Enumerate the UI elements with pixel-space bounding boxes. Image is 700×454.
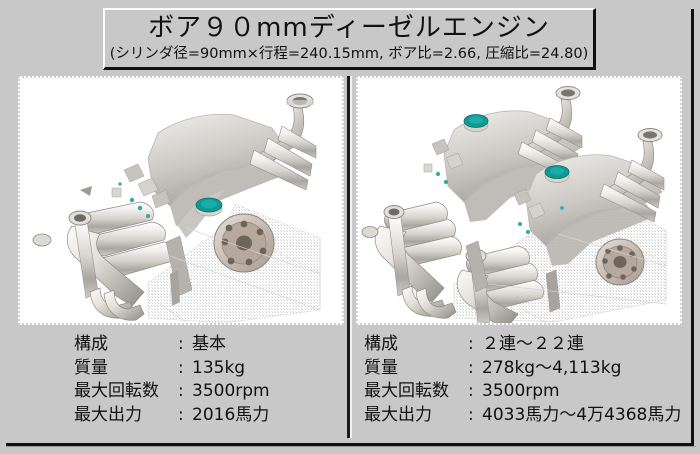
engine-image-left xyxy=(18,76,344,325)
construction-lines xyxy=(487,230,667,323)
spec-row: 最大回転数 : 3500rpm xyxy=(74,380,344,404)
engine-unit-front xyxy=(456,128,665,323)
flywheel-with-bolt-circle xyxy=(213,213,275,273)
spec-value: 4033馬力～4万4368馬力 xyxy=(482,404,682,425)
spec-row: 最大回転数 : 3500rpm xyxy=(364,380,682,404)
engine-image-right xyxy=(356,76,682,325)
spec-separator: : xyxy=(178,404,184,425)
frame-bottom-border xyxy=(6,443,694,446)
exhaust-manifold-front-unit-rear xyxy=(361,201,462,319)
panel-left: 構成 : 基本 質量 : 135kg 最大回転数 : 3500rpm 最大出力 … xyxy=(18,76,344,427)
spec-separator: : xyxy=(178,381,184,401)
exhaust-manifold-rear-unit-front xyxy=(599,128,665,223)
spec-row: 最大出力 : 4033馬力～4万4368馬力 xyxy=(364,404,682,428)
spec-row: 質量 : 135kg xyxy=(74,357,344,381)
spec-row: 構成 : 基本 xyxy=(74,333,344,357)
spec-separator: : xyxy=(468,381,474,401)
spec-value: 3500rpm xyxy=(482,381,560,401)
spec-label: 最大回転数 xyxy=(74,381,159,401)
single-engine-isometric-cad-view xyxy=(20,78,342,323)
spec-value: 3500rpm xyxy=(192,381,270,401)
spec-separator: : xyxy=(468,334,474,354)
spec-table-right: 構成 : ２連～２２連 質量 : 278kg～4,113kg 最大回転数 : 3… xyxy=(356,333,682,427)
spec-separator: : xyxy=(178,334,184,354)
valvetrain-detail-cluster xyxy=(80,163,171,218)
panel-right: 構成 : ２連～２２連 質量 : 278kg～4,113kg 最大回転数 : 3… xyxy=(356,76,682,427)
engine-cad-svg-twin xyxy=(361,86,667,323)
spec-value: 基本 xyxy=(192,334,226,354)
exhaust-manifold-front xyxy=(32,201,178,321)
frame-right-border xyxy=(691,9,694,446)
spec-separator: : xyxy=(178,357,184,378)
spec-separator: : xyxy=(468,357,474,378)
spec-label: 最大回転数 xyxy=(364,381,449,401)
engine-unit-rear xyxy=(361,86,583,319)
teal-filler-cap-icon xyxy=(463,114,489,132)
title-box: ボア９０mmディーゼルエンジン (シリンダ径=90mm×行程=240.15mm,… xyxy=(103,8,596,70)
spec-label: 質量 xyxy=(74,357,108,378)
teal-filler-cap-icon xyxy=(544,165,570,183)
construction-lines xyxy=(159,227,321,323)
page-title: ボア９０mmディーゼルエンジン xyxy=(148,13,550,43)
valvetrain-detail-cluster xyxy=(423,138,564,234)
spec-value: 2016馬力 xyxy=(192,404,270,425)
spec-separator: : xyxy=(468,404,474,425)
twin-engine-isometric-cad-view xyxy=(358,78,680,323)
spec-row: 構成 : ２連～２２連 xyxy=(364,333,682,357)
engine-cad-svg-single xyxy=(32,93,321,323)
column-divider-highlight xyxy=(350,76,352,438)
spec-label: 質量 xyxy=(364,357,398,378)
spec-label: 構成 xyxy=(74,334,108,354)
spec-label: 構成 xyxy=(364,334,398,354)
spec-value: 278kg～4,113kg xyxy=(482,357,622,378)
teal-filler-cap-icon xyxy=(195,197,223,217)
spec-value: ２連～２２連 xyxy=(482,334,584,354)
frame-bottom-shadow xyxy=(6,446,696,447)
column-divider xyxy=(347,76,350,438)
spec-label: 最大出力 xyxy=(364,404,432,425)
exhaust-manifold-rear xyxy=(249,93,317,191)
spec-table-left: 構成 : 基本 質量 : 135kg 最大回転数 : 3500rpm 最大出力 … xyxy=(18,333,344,427)
spec-label: 最大出力 xyxy=(74,404,142,425)
spec-value: 135kg xyxy=(192,357,246,378)
spec-row: 最大出力 : 2016馬力 xyxy=(74,404,344,428)
spec-row: 質量 : 278kg～4,113kg xyxy=(364,357,682,381)
page-subtitle: (シリンダ径=90mm×行程=240.15mm, ボア比=2.66, 圧縮比=2… xyxy=(109,46,589,62)
oil-pan-detail xyxy=(165,235,193,306)
flywheel-with-bolt-circle xyxy=(595,238,645,286)
